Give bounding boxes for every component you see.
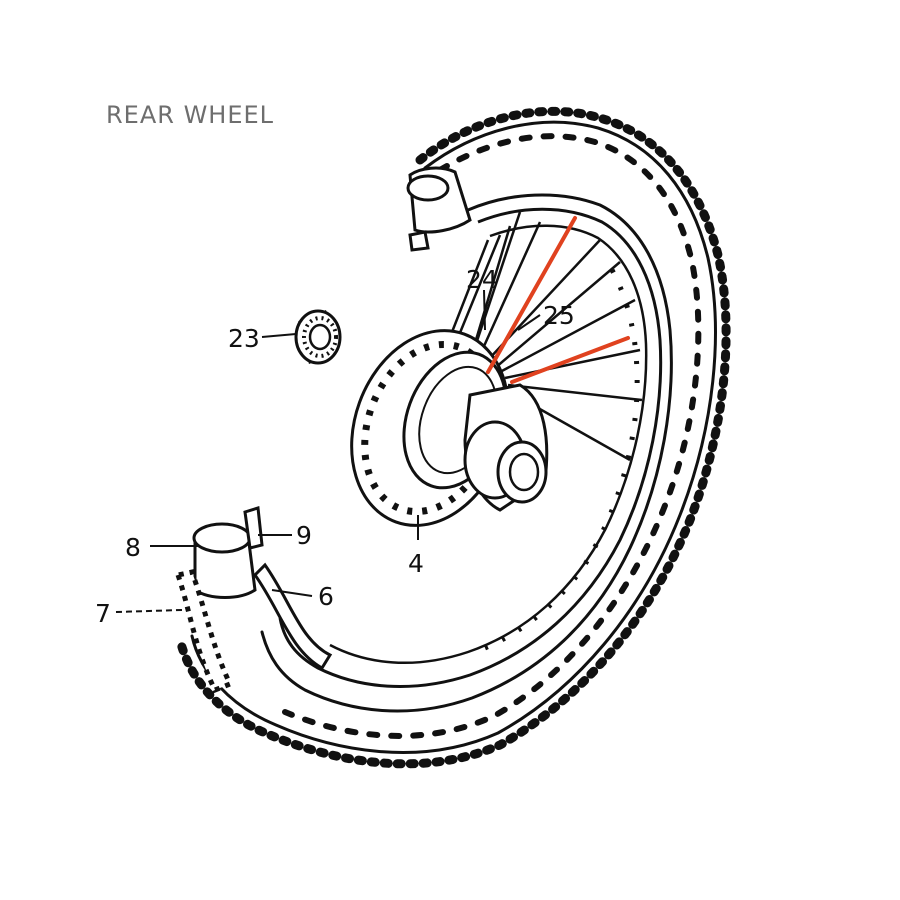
spoke (494, 261, 621, 369)
tyre-outer-line (190, 120, 717, 754)
callout-9: 9 (296, 521, 312, 550)
tyre-inner-edge (260, 193, 673, 713)
spoke (499, 298, 636, 374)
spoke (468, 211, 522, 363)
axle-collar (496, 440, 548, 504)
rim-band (253, 562, 333, 671)
rim (278, 207, 663, 688)
callout-6: 6 (318, 582, 334, 611)
leader-7 (115, 609, 183, 613)
axle-collar-inner (508, 452, 540, 492)
callouts: 23 24 25 4 8 9 6 7 (95, 265, 575, 628)
callout-23: 23 (228, 324, 260, 353)
bearing-rollers (302, 316, 338, 358)
tyre-tread (282, 133, 702, 739)
diagram-title: REAR WHEEL (106, 101, 275, 129)
valve-top (408, 230, 430, 252)
spoke (468, 225, 512, 361)
tyre-bottom-end (174, 569, 234, 694)
bearing-bore (308, 323, 332, 351)
highlighted-spokes (486, 216, 630, 384)
hub-assembly (350, 329, 549, 527)
callout-24: 24 (466, 265, 498, 294)
rim-inner (329, 224, 648, 664)
leader-lines (115, 289, 541, 613)
highlight-spoke-a (486, 216, 577, 374)
highlight-spoke-b (510, 336, 630, 384)
leader-23 (261, 333, 297, 338)
callout-8: 8 (125, 533, 141, 562)
spoke (507, 383, 643, 402)
spoke (478, 221, 542, 356)
spoke (453, 234, 502, 346)
tyre (175, 106, 731, 769)
callout-25: 25 (543, 301, 575, 330)
valve-stem (243, 506, 264, 550)
leader-6 (271, 589, 313, 597)
tyre-outer-edge (175, 106, 731, 769)
rim-outer (278, 207, 663, 688)
bearing (294, 309, 342, 365)
callout-4: 4 (408, 549, 424, 578)
spoke (504, 348, 641, 380)
callout-7: 7 (95, 599, 111, 628)
tube-top-end (406, 174, 450, 202)
tube-bottom-end (192, 522, 252, 554)
leader-25 (517, 314, 541, 331)
leader-24 (483, 289, 486, 331)
